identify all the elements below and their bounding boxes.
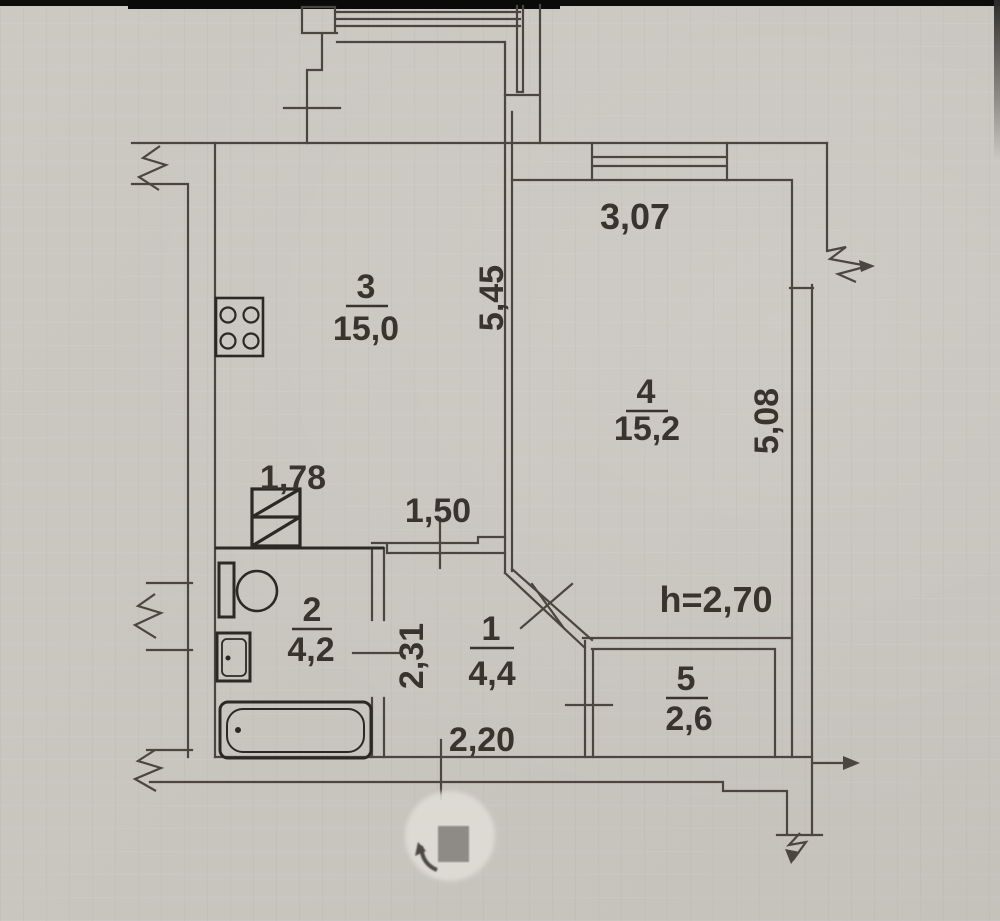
room-label-4: 4 15,2 xyxy=(614,373,680,448)
wall-break-icon-bottom-left xyxy=(132,749,165,792)
room-area: 4,2 xyxy=(287,631,334,669)
sink-icon xyxy=(215,631,252,683)
room-number: 4 xyxy=(637,373,656,411)
wall-break-icon-top-left xyxy=(136,145,170,191)
wall-break-icon-mid-left xyxy=(132,593,165,639)
dimension-kitchen-depth: 5,45 xyxy=(473,265,511,331)
room4-walls xyxy=(510,141,829,837)
dimension-room4-top-width: 3,07 xyxy=(600,196,670,237)
room-number: 5 xyxy=(677,660,696,698)
room-number: 3 xyxy=(357,268,376,306)
stove-icon xyxy=(214,296,265,358)
bathtub-icon xyxy=(218,700,373,760)
bottom-outer-wall xyxy=(148,755,824,837)
room-area: 15,2 xyxy=(614,410,680,448)
room-label-3: 3 15,0 xyxy=(333,268,399,348)
room5-walls xyxy=(581,636,794,759)
ceiling-height-label: h=2,70 xyxy=(659,579,772,620)
room-area: 4,4 xyxy=(468,655,515,693)
dimension-hall-width: 2,31 xyxy=(393,623,431,689)
blurred-watermark xyxy=(405,791,495,881)
vent-shaft-walls xyxy=(300,5,339,145)
arrowhead-break-top-right xyxy=(859,260,875,272)
wall-break-icon-top-right xyxy=(826,245,869,284)
room-area: 15,0 xyxy=(333,310,399,348)
washing-machine-icon xyxy=(250,487,302,548)
room-label-1: 1 4,4 xyxy=(468,610,515,693)
watermark-arrow-tip xyxy=(415,842,426,856)
kitchen-passage-walls xyxy=(370,535,507,555)
entrance-door-x-mark xyxy=(519,582,574,630)
room-area: 2,6 xyxy=(665,700,712,738)
watermark-square xyxy=(438,826,469,862)
room-number: 2 xyxy=(303,591,322,629)
room-number: 1 xyxy=(482,610,501,648)
dimension-hall-bottom: 2,20 xyxy=(449,721,515,759)
photo-top-edge-dark xyxy=(128,0,560,9)
loggia-wall-lines xyxy=(335,3,542,145)
kitchen-right-wall xyxy=(503,93,514,575)
entrance-diagonal-wall xyxy=(503,567,594,649)
toilet-icon xyxy=(217,561,279,619)
wall-break-icon-bottom-right xyxy=(785,832,809,861)
left-outer-wall xyxy=(130,141,217,759)
bathroom-right-wall xyxy=(370,546,386,759)
photo-right-edge xyxy=(994,0,1000,160)
window-icon xyxy=(590,141,729,182)
dimension-room4-depth: 5,08 xyxy=(748,388,786,454)
dimension-washer-niche: 1,78 xyxy=(260,459,326,497)
room-label-5: 5 2,6 xyxy=(665,660,712,738)
dimension-passage: 1,50 xyxy=(405,492,471,530)
room-label-2: 2 4,2 xyxy=(287,591,334,669)
arrowhead-right xyxy=(843,756,860,770)
arrowhead-break-bottom-right xyxy=(785,849,800,864)
